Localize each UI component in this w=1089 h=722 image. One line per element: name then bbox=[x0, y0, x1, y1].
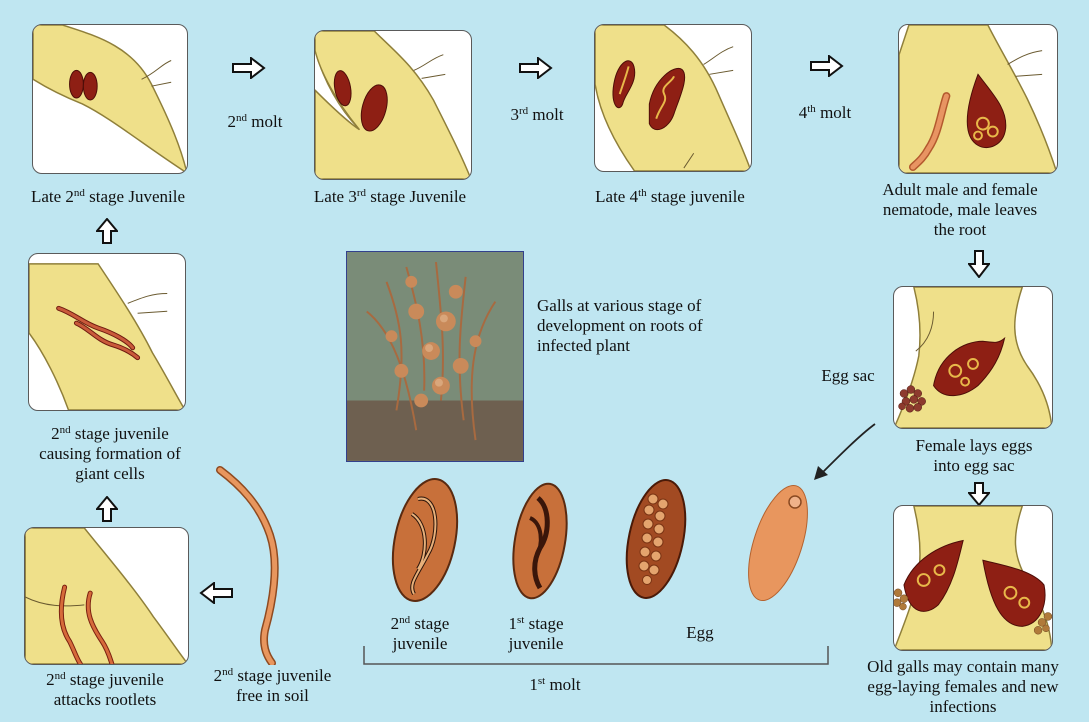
outline-arrow-down-icon bbox=[968, 482, 990, 506]
egg-with-second-stage-juvenile bbox=[388, 474, 462, 606]
outline-arrow-right-icon bbox=[810, 55, 844, 77]
panel-egg-sac bbox=[893, 286, 1053, 429]
panel-old-galls bbox=[893, 505, 1053, 651]
panel-late-j3 bbox=[314, 30, 472, 180]
label-attacks-rootlets: 2nd stage juvenile attacks rootlets bbox=[0, 670, 210, 710]
curved-arrow-icon bbox=[810, 420, 880, 482]
outline-arrow-up-icon bbox=[96, 496, 118, 522]
outline-arrow-right-icon bbox=[519, 57, 553, 79]
label-late-j4: Late 4th stage juvenile bbox=[565, 187, 775, 207]
label-adult: Adult male and female nematode, male lea… bbox=[845, 180, 1075, 240]
outline-arrow-right-icon bbox=[232, 57, 266, 79]
panel-giant-cells bbox=[28, 253, 186, 411]
label-egg-sac: Egg sac bbox=[808, 366, 888, 386]
label-giant-cells: 2nd stage juvenile causing formation of … bbox=[5, 424, 215, 484]
label-first-molt: 1st molt bbox=[505, 675, 605, 695]
label-female-lays-eggs: Female lays eggs into egg sac bbox=[880, 436, 1068, 476]
panel-adult bbox=[898, 24, 1058, 174]
photo-galls-on-roots bbox=[346, 251, 524, 462]
label-late-j3: Late 3rd stage Juvenile bbox=[285, 187, 495, 207]
label-egg: Egg bbox=[660, 623, 740, 643]
panel-attacks-rootlets bbox=[24, 527, 189, 665]
label-free-in-soil: 2nd stage juvenile free in soil bbox=[180, 666, 365, 706]
label-second-molt: 2nd molt bbox=[210, 112, 300, 132]
outline-arrow-down-icon bbox=[968, 250, 990, 278]
label-late-j2: Late 2nd stage Juvenile bbox=[2, 187, 214, 207]
panel-late-j2 bbox=[32, 24, 188, 174]
first-molt-bracket bbox=[362, 644, 830, 668]
outline-arrow-up-icon bbox=[96, 218, 118, 244]
label-fourth-molt: 4th molt bbox=[780, 103, 870, 123]
single-cell-egg bbox=[743, 478, 813, 608]
egg-with-first-stage-juvenile bbox=[510, 478, 570, 604]
egg-with-dividing-cells bbox=[623, 474, 689, 604]
label-old-galls: Old galls may contain many egg-laying fe… bbox=[838, 657, 1088, 717]
panel-late-j4 bbox=[594, 24, 752, 172]
label-third-molt: 3rd molt bbox=[492, 105, 582, 125]
free-living-juvenile-worm bbox=[210, 465, 300, 665]
label-galls-caption: Galls at various stage of development on… bbox=[537, 296, 777, 356]
